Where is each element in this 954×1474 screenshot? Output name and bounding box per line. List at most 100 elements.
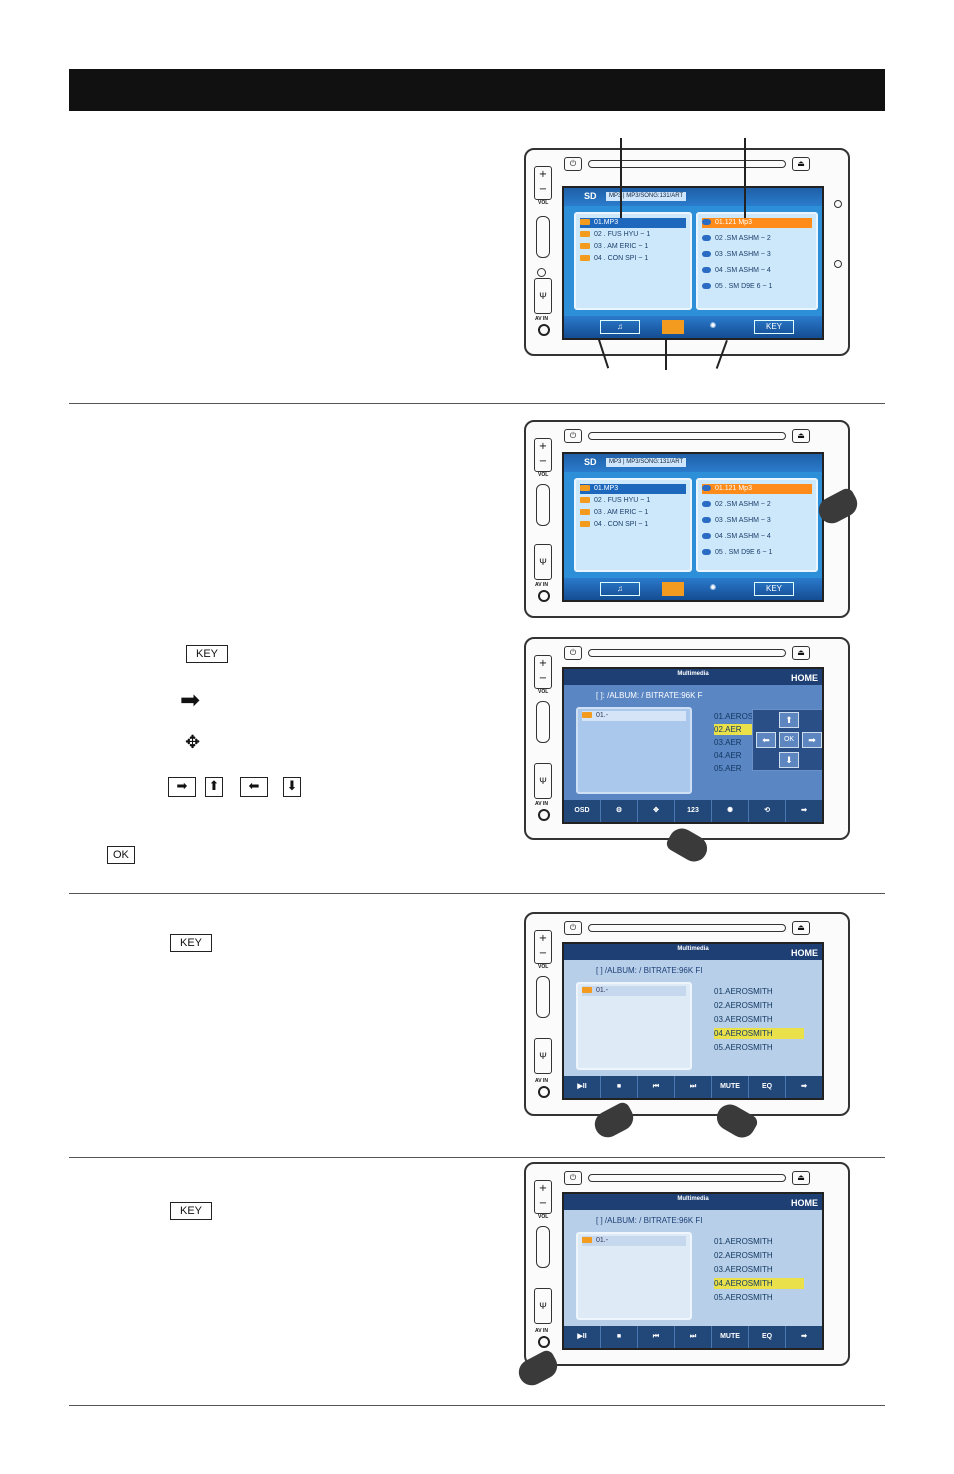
right-arrow-icon[interactable]: ➡ [802,732,822,748]
previous-track-button[interactable]: ⏮ [638,1326,675,1348]
av-in-label: AV IN [535,1078,548,1084]
up-arrow-icon[interactable]: ⬆ [779,712,799,728]
av-in-jack [538,809,550,821]
volume-rocker[interactable]: +− [534,655,552,689]
eq-button[interactable]: EQ [749,1076,786,1098]
folder-icon [582,987,592,994]
ok-button[interactable]: OK [779,732,799,748]
power-button[interactable]: ⏻ [564,646,582,660]
music-note-icon [702,549,711,556]
mute-button[interactable]: MUTE [712,1326,749,1348]
home-button[interactable]: HOME [791,948,818,958]
screw-hole [834,260,842,268]
device-top-strip: ⏻ ⏏ [562,156,812,172]
folder-item[interactable]: 02 . FUS HYU ~ 1 [580,496,686,506]
home-button[interactable]: HOME [791,1198,818,1208]
track-item[interactable]: 03.AEROSMITH [714,1015,773,1024]
file-item[interactable]: 03 .SM ASHM ~ 3 [702,516,812,526]
mute-button[interactable]: MUTE [712,1076,749,1098]
path-display: MP3 | MP3/SONG:131/ART [606,458,687,467]
music-note-icon [702,501,711,508]
volume-rocker[interactable]: +− [534,166,552,200]
folder-list-pane: 01.MP3 02 . FUS HYU ~ 1 03 . AM ERIC ~ 1… [574,212,692,310]
folder-item[interactable]: 02 . FUS HYU ~ 1 [580,230,686,240]
folder-item[interactable]: 04 . CON SPI ~ 1 [580,254,686,264]
next-track-button[interactable]: ⏭ [675,1076,712,1098]
folder-icon [580,231,590,238]
previous-track-button[interactable]: ⏮ [638,1076,675,1098]
power-button[interactable]: ⏻ [564,157,582,171]
track-item[interactable]: 02.AEROSMITH [714,1001,773,1010]
track-item[interactable]: 01.AEROSMITH [714,1237,773,1246]
eject-button[interactable]: ⏏ [792,646,810,660]
track-item[interactable]: 05.AEROSMITH [714,1293,773,1302]
track-item[interactable]: 03.AER [714,738,742,747]
eject-button[interactable]: ⏏ [792,157,810,171]
eject-button[interactable]: ⏏ [792,1171,810,1185]
volume-rocker[interactable]: +− [534,930,552,964]
track-item[interactable]: 01.AEROSMITH [714,987,773,996]
music-mode-button[interactable]: ♫ [600,320,640,334]
eject-button[interactable]: ⏏ [792,921,810,935]
music-mode-button[interactable]: ♫ [600,582,640,596]
folder-item[interactable]: 04 . CON SPI ~ 1 [580,520,686,530]
file-item[interactable]: 02 .SM ASHM ~ 2 [702,500,812,510]
settings-button[interactable]: ⚙ [601,800,638,822]
folder-item[interactable]: 01.MP3 [580,484,686,494]
file-item[interactable]: 05 . SM D9E 6 ~ 1 [702,548,812,558]
folder-mode-button[interactable] [662,320,684,334]
volume-label: VOL [538,1214,549,1220]
home-button[interactable]: HOME [791,673,818,683]
power-button[interactable]: ⏻ [564,1171,582,1185]
file-item[interactable]: 02 .SM ASHM ~ 2 [702,234,812,244]
file-item[interactable]: 04 .SM ASHM ~ 4 [702,266,812,276]
power-button[interactable]: ⏻ [564,429,582,443]
number-button[interactable]: 123 [675,800,712,822]
file-item[interactable]: 01.121 Mp3 [702,484,812,494]
file-item[interactable]: 05 . SM D9E 6 ~ 1 [702,282,812,292]
file-item[interactable]: 01.121 Mp3 [702,218,812,228]
track-item[interactable]: 02.AER [714,724,756,735]
settings-button[interactable]: ✺ [709,321,717,330]
move-button[interactable]: ✥ [638,800,675,822]
key-button[interactable]: KEY [754,320,794,334]
track-item[interactable]: 04.AEROSMITH [714,1028,804,1039]
volume-rocker[interactable]: +− [534,438,552,472]
next-track-button[interactable]: ⏭ [675,1326,712,1348]
folder-item[interactable]: 01.MP3 [580,218,686,228]
track-item[interactable]: 04.AEROSMITH [714,1278,804,1289]
down-arrow-icon[interactable]: ⬇ [779,752,799,768]
repeat-button[interactable]: ⟲ [749,800,786,822]
folder-item[interactable]: 01.- [582,711,686,721]
eject-button[interactable]: ⏏ [792,429,810,443]
av-in-label: AV IN [535,1328,548,1334]
play-pause-button[interactable]: ▶II [564,1076,601,1098]
settings-button[interactable]: ✺ [709,583,717,592]
folder-item[interactable]: 03 . AM ERIC ~ 1 [580,242,686,252]
track-item[interactable]: 01.AEROSMITH [714,712,773,721]
track-item[interactable]: 03.AEROSMITH [714,1265,773,1274]
stop-button[interactable]: ■ [601,1076,638,1098]
eq-button[interactable]: EQ [749,1326,786,1348]
track-item[interactable]: 05.AER [714,764,742,773]
next-page-button[interactable]: ➡ [801,1333,807,1340]
track-item[interactable]: 04.AER [714,751,742,760]
folder-mode-button[interactable] [662,582,684,596]
power-button[interactable]: ⏻ [564,921,582,935]
folder-item[interactable]: 01.- [582,1236,686,1246]
key-button[interactable]: KEY [754,582,794,596]
track-item[interactable]: 05.AEROSMITH [714,1043,773,1052]
next-page-button[interactable]: ➡ [801,807,807,814]
folder-item[interactable]: 01.- [582,986,686,996]
play-pause-button[interactable]: ▶II [564,1326,601,1348]
stop-button[interactable]: ■ [601,1326,638,1348]
volume-rocker[interactable]: +− [534,1180,552,1214]
folder-item[interactable]: 03 . AM ERIC ~ 1 [580,508,686,518]
next-page-button[interactable]: ➡ [801,1083,807,1090]
track-item[interactable]: 02.AEROSMITH [714,1251,773,1260]
file-item[interactable]: 04 .SM ASHM ~ 4 [702,532,812,542]
effects-button[interactable]: ✺ [712,800,749,822]
file-item[interactable]: 03 .SM ASHM ~ 3 [702,250,812,260]
left-arrow-icon[interactable]: ⬅ [756,732,776,748]
osd-button[interactable]: OSD [564,800,601,822]
